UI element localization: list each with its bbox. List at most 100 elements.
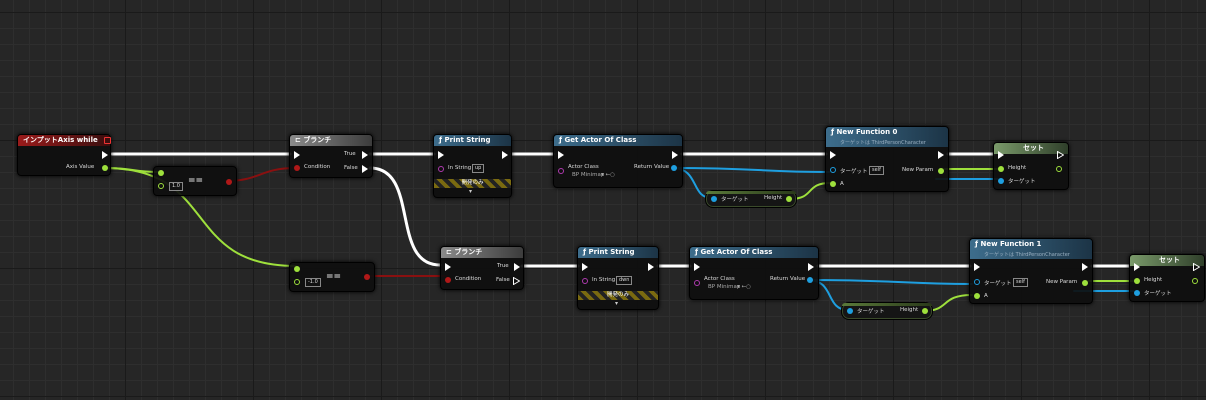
pin-label-height: Height <box>900 307 919 313</box>
height-out-pin[interactable] <box>1192 278 1198 284</box>
branch-node-2[interactable]: ⊏ ブランチ Condition True False <box>440 246 524 290</box>
target-pin[interactable] <box>711 196 717 202</box>
node-title: New Function 0 <box>836 128 898 136</box>
node-title: インプットAxis while <box>23 136 98 144</box>
height-pin[interactable] <box>1134 278 1140 284</box>
dropdown-arrow-icon[interactable]: ▾ ←○ <box>737 284 751 290</box>
exec-in-pin[interactable] <box>974 263 980 271</box>
equal-node-2[interactable]: -1.0 == <box>289 262 375 292</box>
input-b-pin[interactable] <box>158 183 164 189</box>
exec-out-pin[interactable] <box>1057 151 1064 159</box>
height-pin[interactable] <box>786 196 792 202</box>
exec-in-pin[interactable] <box>438 151 444 159</box>
result-pin[interactable] <box>226 179 232 185</box>
exec-out-pin[interactable] <box>1193 263 1200 271</box>
in-string-field[interactable]: up <box>472 164 485 173</box>
branch-node-1[interactable]: ⊏ ブランチ Condition True False <box>289 134 373 178</box>
true-exec-pin[interactable] <box>514 263 520 271</box>
exec-in-pin[interactable] <box>294 151 300 159</box>
exec-out-pin[interactable] <box>648 263 654 271</box>
get-actor-of-class-node-2[interactable]: ƒ Get Actor Of Class Actor Class BP Mini… <box>689 246 819 300</box>
new-param-pin[interactable] <box>938 168 944 174</box>
height-pin[interactable] <box>922 308 928 314</box>
target-pin[interactable] <box>1134 290 1140 296</box>
branch-icon: ⊏ <box>446 248 455 256</box>
set-height-node-2[interactable]: セット Height ターゲット <box>1129 254 1205 302</box>
exec-out-pin[interactable] <box>502 151 508 159</box>
expand-chevron-icon[interactable]: ▾ <box>615 300 619 307</box>
axis-value-pin[interactable] <box>102 165 108 171</box>
target-pin[interactable] <box>847 308 853 314</box>
value-field[interactable]: 1.0 <box>169 182 183 191</box>
in-string-pin[interactable] <box>438 166 444 172</box>
dropdown-arrow-icon[interactable]: ▾ ←○ <box>601 172 615 178</box>
height-pin[interactable] <box>998 166 1004 172</box>
false-exec-pin[interactable] <box>362 165 368 173</box>
return-value-pin[interactable] <box>807 277 813 283</box>
input-axis-event-node[interactable]: インプットAxis while Axis Value <box>17 134 111 176</box>
exec-in-pin[interactable] <box>582 263 588 271</box>
print-string-node-1[interactable]: ƒ Print String In String up 開発のみ ▾ <box>433 134 512 198</box>
input-a-pin[interactable] <box>294 266 300 272</box>
actor-class-pin[interactable] <box>558 168 564 174</box>
height-out-pin[interactable] <box>1056 166 1062 172</box>
exec-out-pin[interactable] <box>938 151 944 159</box>
return-value-pin[interactable] <box>671 165 677 171</box>
get-height-node-1[interactable]: ターゲット Height <box>705 190 797 208</box>
function-icon: ƒ <box>583 248 589 256</box>
expand-chevron-icon[interactable]: ▾ <box>469 188 473 195</box>
self-field[interactable]: self <box>869 166 884 175</box>
result-pin[interactable] <box>364 274 370 280</box>
pin-label-height: Height <box>1144 277 1163 283</box>
node-header: ƒ Get Actor Of Class <box>690 247 818 258</box>
get-height-node-2[interactable]: ターゲット Height <box>841 302 933 320</box>
self-field[interactable]: self <box>1013 278 1028 287</box>
node-title: Print String <box>444 136 491 144</box>
class-dropdown[interactable]: BP Minimap <box>572 172 605 178</box>
print-string-node-2[interactable]: ƒ Print String In String dwn 開発のみ ▾ <box>577 246 659 310</box>
development-only-banner: 開発のみ <box>434 179 511 188</box>
object-wire <box>671 167 831 173</box>
pin-label-target: ターゲット <box>1008 179 1036 185</box>
exec-in-pin[interactable] <box>1134 263 1140 271</box>
exec-in-pin[interactable] <box>998 151 1004 159</box>
a-pin[interactable] <box>830 181 836 187</box>
input-b-pin[interactable] <box>294 279 300 285</box>
value-field[interactable]: -1.0 <box>305 278 321 287</box>
target-pin[interactable] <box>830 167 836 173</box>
false-exec-pin[interactable] <box>513 277 520 285</box>
condition-pin[interactable] <box>294 165 300 171</box>
exec-out-pin[interactable] <box>102 151 108 159</box>
in-string-pin[interactable] <box>582 278 588 284</box>
class-dropdown[interactable]: BP Minimap <box>708 284 741 290</box>
new-function-1-node[interactable]: ƒ New Function 1 ターゲットは ThirdPersonChara… <box>969 238 1093 304</box>
node-title: New Function 1 <box>980 240 1042 248</box>
node-title: ブランチ <box>303 136 332 144</box>
set-height-node-1[interactable]: セット Height ターゲット <box>993 142 1069 190</box>
new-function-0-node[interactable]: ƒ New Function 0 ターゲットは ThirdPersonChara… <box>825 126 949 192</box>
exec-out-pin[interactable] <box>1082 263 1088 271</box>
exec-out-pin[interactable] <box>672 151 678 159</box>
target-pin[interactable] <box>974 279 980 285</box>
exec-in-pin[interactable] <box>694 263 700 271</box>
a-pin[interactable] <box>974 293 980 299</box>
get-actor-of-class-node-1[interactable]: ƒ Get Actor Of Class Actor Class BP Mini… <box>553 134 683 188</box>
in-string-field[interactable]: dwn <box>616 276 633 285</box>
object-wire <box>807 279 973 285</box>
delegate-pin[interactable] <box>104 137 111 144</box>
actor-class-pin[interactable] <box>694 280 700 286</box>
exec-in-pin[interactable] <box>830 151 836 159</box>
exec-in-pin[interactable] <box>558 151 564 159</box>
node-header: ƒ New Function 1 <box>970 239 1092 259</box>
equal-node-1[interactable]: 1.0 == <box>153 166 237 196</box>
input-a-pin[interactable] <box>158 170 164 176</box>
true-exec-pin[interactable] <box>362 151 368 159</box>
new-param-pin[interactable] <box>1082 280 1088 286</box>
exec-out-pin[interactable] <box>808 263 814 271</box>
pin-label-target: ターゲット <box>840 169 868 175</box>
target-pin[interactable] <box>998 178 1004 184</box>
condition-pin[interactable] <box>445 277 451 283</box>
exec-in-pin[interactable] <box>445 263 451 271</box>
function-icon: ƒ <box>975 240 981 248</box>
